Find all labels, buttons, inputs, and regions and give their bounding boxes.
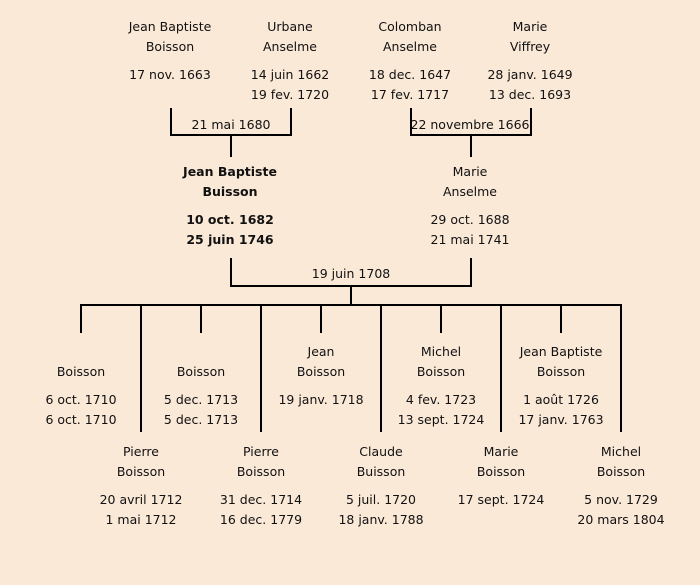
given-name: Jean xyxy=(307,344,335,359)
child-links-long xyxy=(140,305,622,432)
death-date: 13 sept. 1724 xyxy=(397,412,485,427)
surname: Boisson xyxy=(236,464,286,479)
child-links-short xyxy=(80,305,562,333)
person-child[interactable]: Boisson 6 oct. 1710 6 oct. 1710 xyxy=(6,342,156,430)
person-child[interactable]: Jean Baptiste Boisson 1 août 1726 17 jan… xyxy=(486,342,636,430)
parents-marriage-bracket xyxy=(230,258,472,305)
given-name: Pierre xyxy=(123,444,159,459)
paternal-marriage-bracket xyxy=(170,108,292,157)
surname: Boisson xyxy=(145,39,195,54)
given-name: Colomban xyxy=(378,19,442,34)
birth-date: 1 août 1726 xyxy=(523,392,599,407)
death-date: 20 mars 1804 xyxy=(577,512,665,527)
birth-date: 17 nov. 1663 xyxy=(129,67,211,82)
given-name: Marie xyxy=(512,19,548,34)
person-child[interactable]: Boisson 5 dec. 1713 5 dec. 1713 xyxy=(126,342,276,430)
birth-date: 17 sept. 1724 xyxy=(457,492,545,507)
person-grandfather-maternal[interactable]: Colomban Anselme 18 dec. 1647 17 fev. 17… xyxy=(335,17,485,105)
person-father[interactable]: Jean Baptiste Buisson 10 oct. 1682 25 ju… xyxy=(155,162,305,250)
surname: Boisson xyxy=(56,364,106,379)
death-date: 18 janv. 1788 xyxy=(338,512,424,527)
birth-date: 28 janv. 1649 xyxy=(487,67,573,82)
surname: Boisson xyxy=(536,364,586,379)
death-date: 25 juin 1746 xyxy=(186,232,274,247)
birth-date: 5 dec. 1713 xyxy=(163,392,239,407)
birth-date: 4 fev. 1723 xyxy=(405,392,477,407)
birth-date: 14 juin 1662 xyxy=(250,67,330,82)
birth-date: 29 oct. 1688 xyxy=(430,212,510,227)
marriage-date-paternal: 21 mai 1680 xyxy=(191,117,271,132)
marriage-date-parents: 19 juin 1708 xyxy=(311,266,391,281)
death-date: 17 janv. 1763 xyxy=(518,412,604,427)
death-date: 13 dec. 1693 xyxy=(488,87,572,102)
surname: Viffrey xyxy=(509,39,551,54)
surname: Buisson xyxy=(356,464,406,479)
surname: Buisson xyxy=(202,184,258,199)
death-date: 19 fev. 1720 xyxy=(250,87,330,102)
surname: Boisson xyxy=(296,364,346,379)
given-name: Jean Baptiste xyxy=(128,19,212,34)
birth-date: 18 dec. 1647 xyxy=(368,67,452,82)
given-name: Claude xyxy=(359,444,403,459)
surname: Boisson xyxy=(116,464,166,479)
given-name: Marie xyxy=(452,164,488,179)
surname: Anselme xyxy=(382,39,438,54)
maternal-marriage-bracket xyxy=(410,108,532,157)
surname: Anselme xyxy=(262,39,318,54)
person-child[interactable]: Pierre Boisson 31 dec. 1714 16 dec. 1779 xyxy=(186,442,336,530)
death-date: 6 oct. 1710 xyxy=(45,412,117,427)
person-child[interactable]: Michel Boisson 4 fev. 1723 13 sept. 1724 xyxy=(366,342,516,430)
birth-date: 20 avril 1712 xyxy=(99,492,183,507)
person-grandfather-paternal[interactable]: Jean Baptiste Boisson 17 nov. 1663 xyxy=(95,17,245,105)
given-name: Jean Baptiste xyxy=(519,344,603,359)
person-child[interactable]: Marie Boisson 17 sept. 1724 xyxy=(426,442,576,530)
surname: Boisson xyxy=(476,464,526,479)
death-date: 21 mai 1741 xyxy=(430,232,510,247)
person-grandmother-paternal[interactable]: Urbane Anselme 14 juin 1662 19 fev. 1720 xyxy=(215,17,365,105)
birth-date: 6 oct. 1710 xyxy=(45,392,117,407)
given-name: Pierre xyxy=(243,444,279,459)
birth-date: 5 juil. 1720 xyxy=(345,492,417,507)
death-date: 1 mai 1712 xyxy=(105,512,177,527)
death-date: 16 dec. 1779 xyxy=(219,512,303,527)
person-grandmother-maternal[interactable]: Marie Viffrey 28 janv. 1649 13 dec. 1693 xyxy=(455,17,605,105)
given-name: Michel xyxy=(600,444,642,459)
surname: Anselme xyxy=(442,184,498,199)
surname: Boisson xyxy=(416,364,466,379)
person-child[interactable]: Claude Buisson 5 juil. 1720 18 janv. 178… xyxy=(306,442,456,530)
marriage-date-maternal: 22 novembre 1666 xyxy=(410,117,530,132)
person-mother[interactable]: Marie Anselme 29 oct. 1688 21 mai 1741 xyxy=(395,162,545,250)
death-date: 5 dec. 1713 xyxy=(163,412,239,427)
birth-date: 10 oct. 1682 xyxy=(186,212,274,227)
surname: Boisson xyxy=(596,464,646,479)
birth-date: 19 janv. 1718 xyxy=(278,392,364,407)
given-name: Marie xyxy=(483,444,519,459)
given-name: Urbane xyxy=(267,19,313,34)
birth-date: 31 dec. 1714 xyxy=(219,492,303,507)
person-child[interactable]: Michel Boisson 5 nov. 1729 20 mars 1804 xyxy=(546,442,696,530)
death-date: 17 fev. 1717 xyxy=(370,87,450,102)
given-name: Michel xyxy=(420,344,462,359)
birth-date: 5 nov. 1729 xyxy=(584,492,658,507)
surname: Boisson xyxy=(176,364,226,379)
person-child[interactable]: Jean Boisson 19 janv. 1718 xyxy=(246,342,396,430)
given-name: Jean Baptiste xyxy=(183,164,277,179)
person-child[interactable]: Pierre Boisson 20 avril 1712 1 mai 1712 xyxy=(66,442,216,530)
